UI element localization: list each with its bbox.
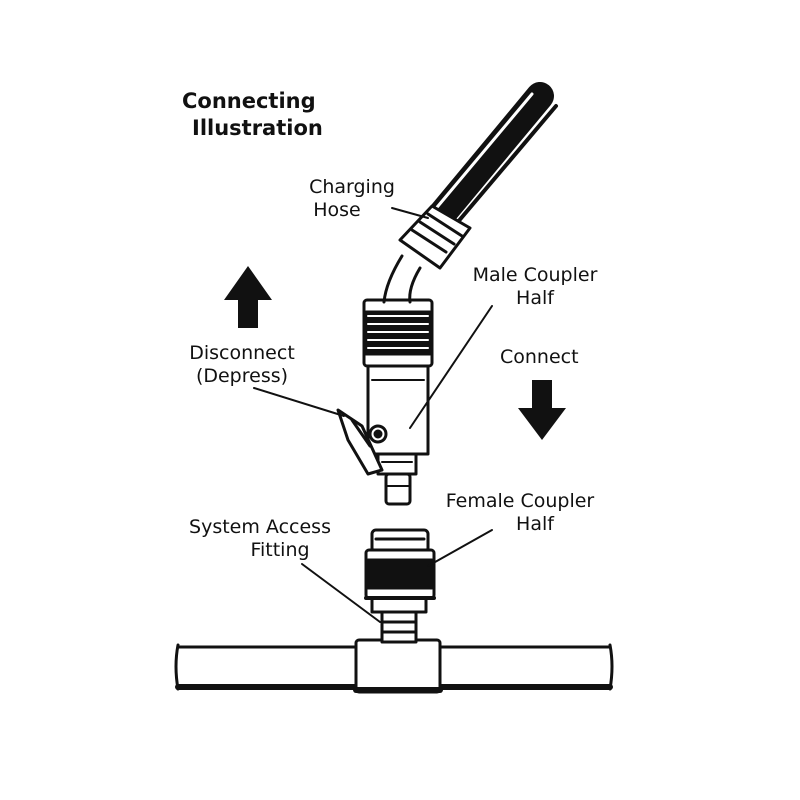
label-charging-hose: Charging Hose — [309, 176, 395, 221]
pipe — [174, 638, 614, 694]
label-female-coupler: Female Coupler Half — [445, 490, 595, 535]
arrow-down-icon — [518, 380, 566, 440]
label-male-coupler: Male Coupler Half — [472, 264, 598, 309]
leader-lines — [253, 207, 493, 623]
title-line-2: Illustration — [192, 116, 323, 140]
male-coupler-half — [362, 298, 434, 506]
label-connect: Connect — [500, 346, 579, 368]
female-coupler-half — [364, 528, 436, 600]
label-disconnect: Disconnect (Depress) — [189, 342, 295, 387]
leader-system-access — [301, 563, 381, 623]
label-system-access: System Access Fitting — [189, 516, 331, 561]
leader-disconnect — [253, 387, 345, 417]
title-line-1: Connecting — [182, 89, 316, 113]
leader-charging-hose — [391, 207, 429, 219]
arrow-up-icon — [224, 266, 272, 328]
system-access-fitting — [370, 596, 428, 644]
disconnect-lever — [336, 408, 388, 476]
page-title: Connecting Illustration — [182, 88, 323, 142]
charging-hose — [382, 82, 558, 304]
leader-female-coupler — [427, 529, 493, 567]
leader-male-coupler — [409, 305, 493, 429]
